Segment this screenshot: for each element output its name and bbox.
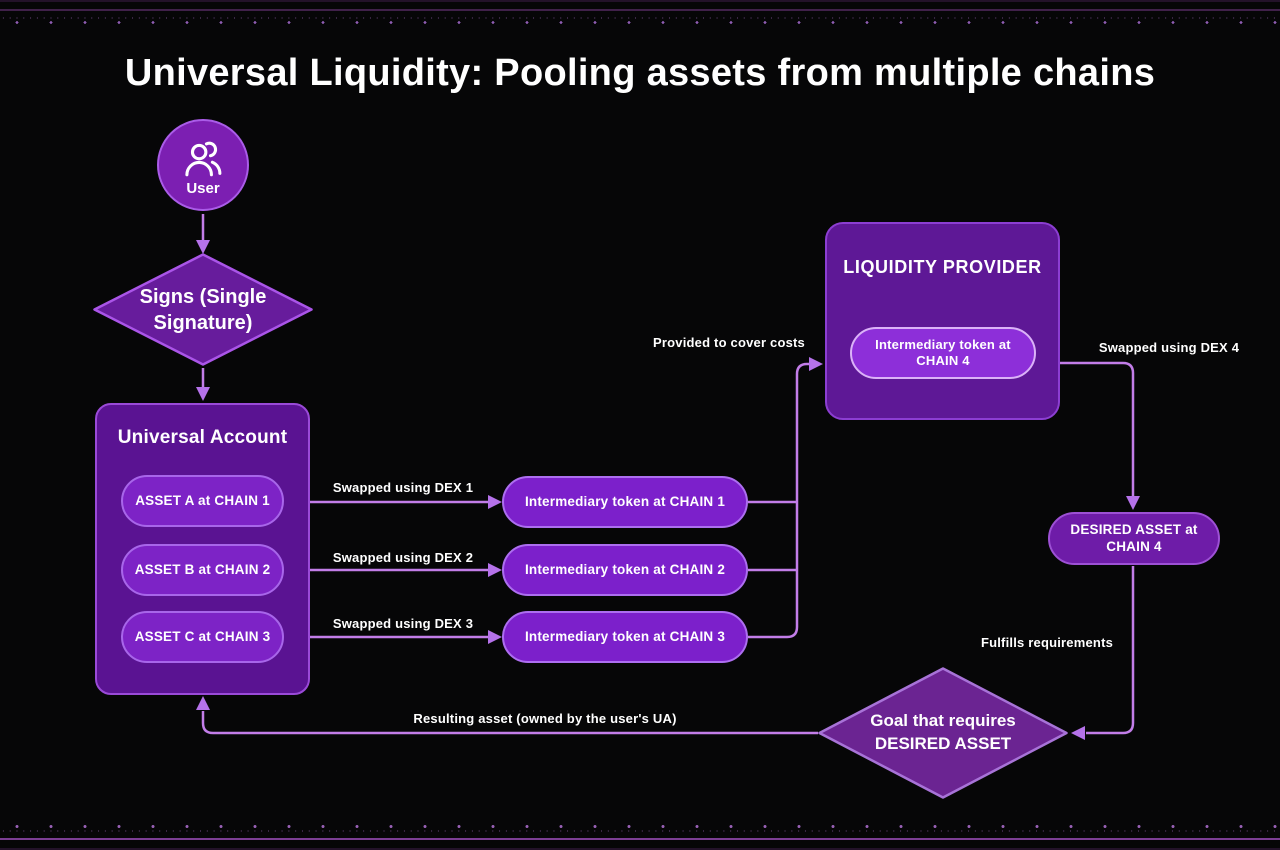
bottom-border-line xyxy=(0,838,1280,840)
arrowhead-desired-asset xyxy=(1126,496,1140,510)
edge-merge-to-liquidity-provider xyxy=(748,362,810,639)
signs-diamond: Signs (Single Signature) xyxy=(92,252,314,367)
signs-diamond-label: Signs (Single Signature) xyxy=(139,285,267,334)
asset-pill-chain2: ASSET B at CHAIN 2 xyxy=(121,544,284,596)
label-swapped-dex4: Swapped using DEX 4 xyxy=(1098,340,1240,355)
goal-diamond-shape xyxy=(818,667,1068,799)
arrowhead-goal xyxy=(1071,726,1085,740)
user-label: User xyxy=(186,179,220,197)
label-fulfills-requirements: Fulfills requirements xyxy=(980,635,1114,650)
asset-pill-chain3: ASSET C at CHAIN 3 xyxy=(121,611,284,663)
edge-goal-to-account xyxy=(201,711,818,735)
user-node: User xyxy=(157,119,249,211)
arrowhead-intermediary2 xyxy=(488,563,502,577)
intermediary-token-chain1: Intermediary token at CHAIN 1 xyxy=(502,476,748,528)
top-dots-pattern xyxy=(0,15,1280,26)
arrowhead-account-return xyxy=(196,696,210,710)
universal-account-title: Universal Account xyxy=(117,427,288,448)
goal-diamond-label: Goal that requires DESIRED ASSET xyxy=(870,711,1016,753)
liquidity-provider-box: LIQUIDITY PROVIDER Intermediary token at… xyxy=(825,222,1060,420)
label-resulting-asset: Resulting asset (owned by the user's UA) xyxy=(413,711,677,726)
goal-diamond: Goal that requires DESIRED ASSET xyxy=(817,666,1069,800)
users-icon xyxy=(185,141,222,176)
intermediary-token-chain2: Intermediary token at CHAIN 2 xyxy=(502,544,748,596)
label-swapped-dex1: Swapped using DEX 1 xyxy=(332,480,474,495)
universal-account-box: Universal Account ASSET A at CHAIN 1 ASS… xyxy=(95,403,310,695)
arrowhead-liquidity-provider xyxy=(809,357,823,371)
arrowhead-signs-to-account xyxy=(196,387,210,401)
arrowhead-intermediary3 xyxy=(488,630,502,644)
arrowhead-user-to-signs xyxy=(196,240,210,254)
label-provided-to-cover-costs: Provided to cover costs xyxy=(653,335,805,350)
label-swapped-dex2: Swapped using DEX 2 xyxy=(332,550,474,565)
bottom-hairline xyxy=(0,848,1280,850)
intermediary-token-chain3: Intermediary token at CHAIN 3 xyxy=(502,611,748,663)
page-title: Universal Liquidity: Pooling assets from… xyxy=(124,52,1156,94)
arrowhead-intermediary1 xyxy=(488,495,502,509)
asset-pill-chain1: ASSET A at CHAIN 1 xyxy=(121,475,284,527)
edge-lp-to-desired-asset xyxy=(1060,361,1135,497)
label-swapped-dex3: Swapped using DEX 3 xyxy=(332,616,474,631)
signs-diamond-shape xyxy=(93,253,313,366)
liquidity-provider-title: LIQUIDITY PROVIDER xyxy=(843,257,1042,277)
top-hairline xyxy=(0,0,1280,2)
intermediary-token-chain4: Intermediary token at CHAIN 4 xyxy=(850,327,1036,379)
desired-asset-pill: DESIRED ASSET at CHAIN 4 xyxy=(1048,512,1220,565)
top-border-line xyxy=(0,9,1280,11)
edge-desired-asset-to-goal xyxy=(1086,566,1135,735)
bottom-dots-pattern xyxy=(0,822,1280,834)
